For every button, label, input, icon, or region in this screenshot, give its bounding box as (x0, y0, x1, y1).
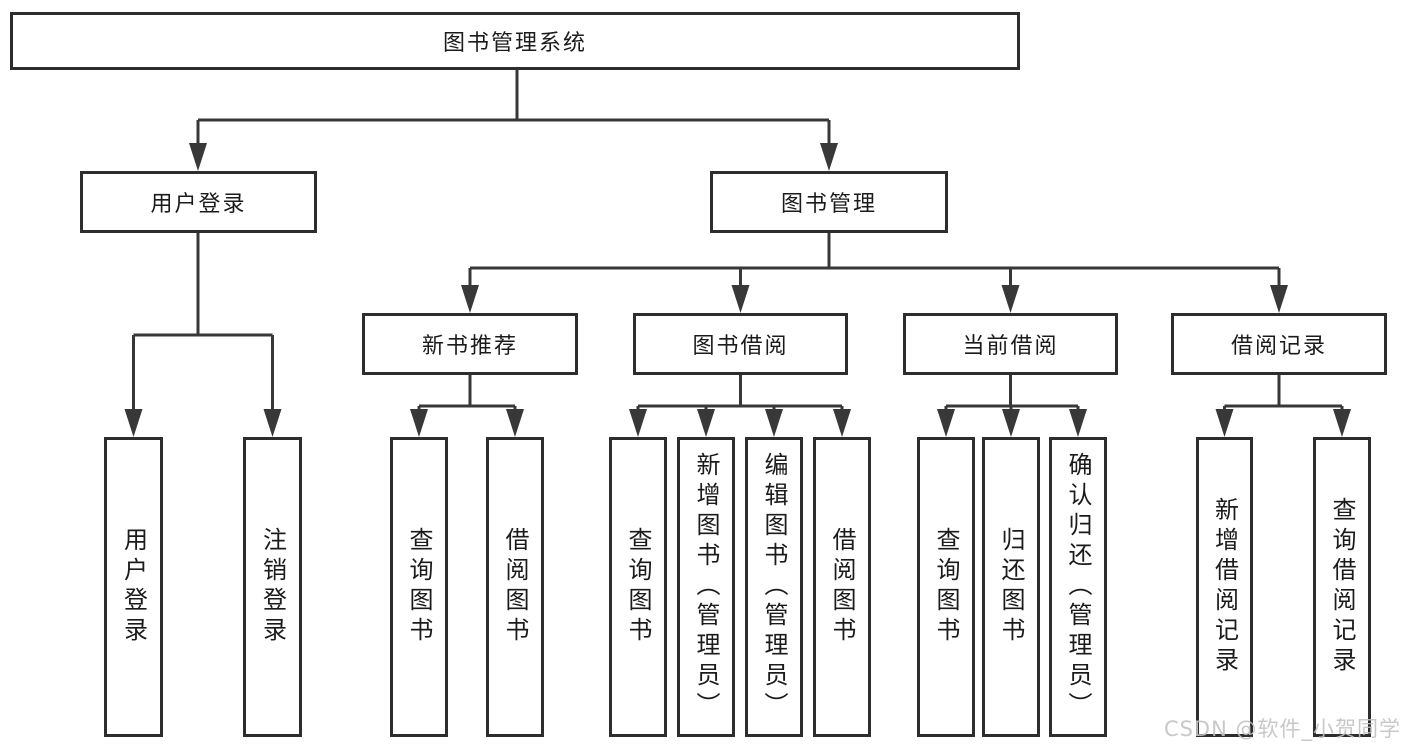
connector-new-book-branch (417, 375, 517, 412)
arrowhead-down-icon (1215, 409, 1351, 437)
node-label: 图书管理系统 (442, 31, 587, 56)
node-borrow-records: 借阅记录 (1171, 313, 1387, 375)
node-label: 借阅图书 (828, 527, 856, 647)
node-label: 确认归还（管理员） (1064, 452, 1092, 722)
leaf-query-books-current: 查询图书 (917, 437, 975, 737)
node-label: 新书推荐 (421, 334, 518, 359)
node-label: 注销登录 (258, 527, 287, 647)
node-label: 查询借阅记录 (1328, 497, 1356, 677)
leaf-logout: 注销登录 (243, 437, 302, 737)
leaf-confirm-return-admin: 确认归还（管理员） (1049, 437, 1107, 737)
connector-user-login-branch (132, 233, 274, 412)
leaf-add-borrow-record: 新增借阅记录 (1196, 437, 1253, 737)
node-label: 查询图书 (932, 527, 960, 647)
node-label: 用户登录 (150, 192, 247, 217)
node-label: 当前借阅 (962, 334, 1059, 359)
node-label: 图书管理 (780, 192, 877, 217)
node-label: 查询图书 (405, 527, 433, 647)
leaf-borrow-books-borrow: 借阅图书 (813, 437, 871, 737)
connector-root-to-level2 (196, 68, 831, 146)
leaf-query-books-recommend: 查询图书 (390, 437, 448, 737)
node-book-management: 图书管理 (710, 171, 948, 233)
connector-book-borrow-branch (636, 375, 844, 412)
arrowhead-down-icon (189, 143, 838, 171)
node-label: 查询图书 (624, 527, 652, 647)
leaf-query-books-borrow: 查询图书 (609, 437, 667, 737)
leaf-user-login: 用户登录 (104, 437, 163, 737)
connector-book-management-branch (468, 233, 1281, 288)
node-label: 借阅图书 (501, 527, 529, 647)
node-label: 新增图书（管理员） (692, 452, 720, 722)
leaf-query-borrow-record: 查询借阅记录 (1313, 437, 1371, 737)
connector-borrow-records-branch (1223, 375, 1344, 412)
node-label: 借阅记录 (1230, 334, 1327, 359)
node-book-borrow: 图书借阅 (633, 313, 848, 375)
arrowhead-down-icon (410, 409, 524, 437)
leaf-edit-book-admin: 编辑图书（管理员） (745, 437, 803, 737)
arrowhead-down-icon (124, 409, 282, 437)
node-label: 新增借阅记录 (1210, 497, 1239, 677)
node-label: 用户登录 (119, 527, 148, 647)
connector-current-borrow-branch (944, 375, 1080, 412)
arrowhead-down-icon (629, 409, 851, 437)
arrowhead-down-icon (937, 409, 1087, 437)
node-label: 图书借阅 (692, 334, 789, 359)
arrowhead-down-icon (461, 285, 1288, 313)
node-library-management-system: 图书管理系统 (10, 12, 1020, 70)
leaf-borrow-books-recommend: 借阅图书 (486, 437, 544, 737)
leaf-return-book: 归还图书 (982, 437, 1040, 737)
node-current-borrow: 当前借阅 (903, 313, 1118, 375)
node-new-book-recommend: 新书推荐 (362, 313, 578, 375)
node-label: 归还图书 (997, 527, 1025, 647)
leaf-add-book-admin: 新增图书（管理员） (677, 437, 735, 737)
node-user-login: 用户登录 (80, 171, 317, 233)
node-label: 编辑图书（管理员） (760, 452, 788, 722)
